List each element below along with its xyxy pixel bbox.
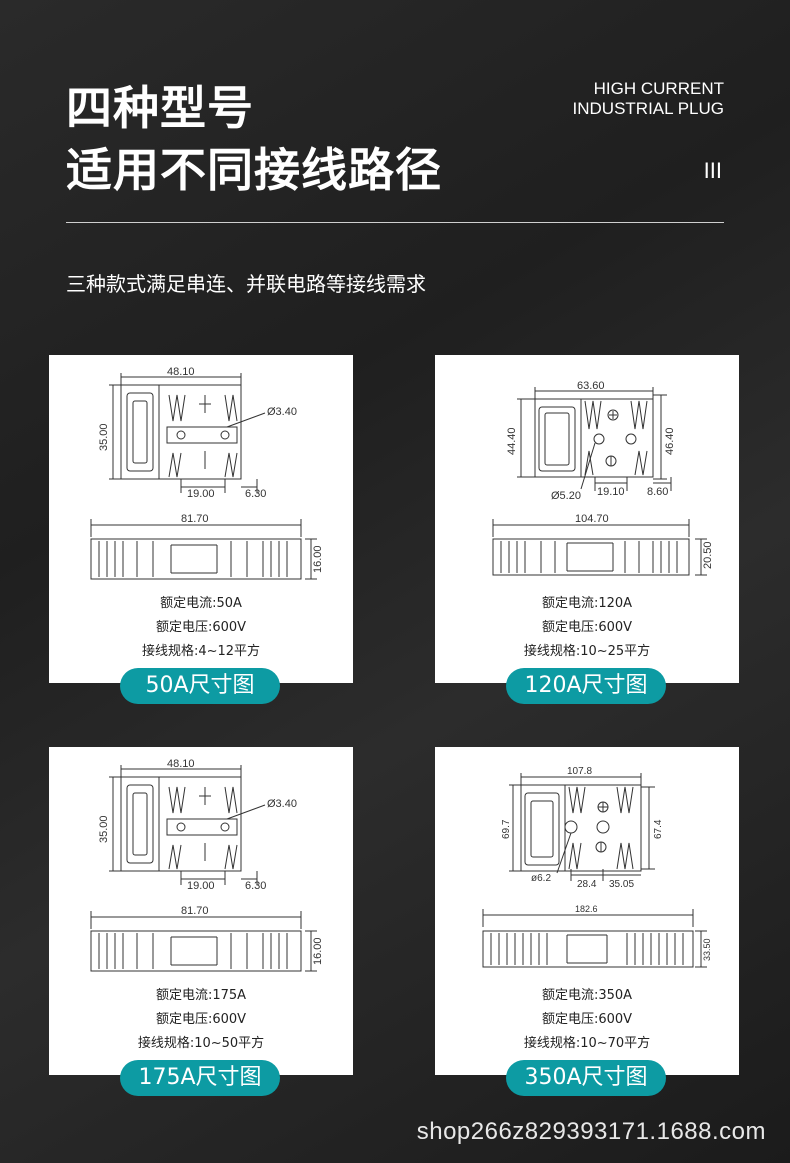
rated-current: 额定电流:350A bbox=[541, 988, 633, 1003]
rated-voltage: 额定电压:600V bbox=[541, 1012, 633, 1027]
size-badge-50a: 50A尺寸图 bbox=[120, 668, 280, 704]
dim-side-length: 104.70 bbox=[575, 513, 609, 525]
dim-bottom-right: 6.30 bbox=[245, 880, 266, 892]
dim-side-height: 16.00 bbox=[312, 937, 324, 965]
size-badge-175a: 175A尺寸图 bbox=[120, 1060, 280, 1096]
dim-height-left: 69.7 bbox=[501, 819, 512, 839]
dim-side-height: 16.00 bbox=[312, 545, 324, 573]
dim-side-height: 20.50 bbox=[702, 541, 714, 569]
dim-bottom-right: 8.60 bbox=[647, 486, 668, 498]
dim-hole: Ø3.40 bbox=[267, 798, 297, 810]
dimension-drawing-120a: 63.60 44.40 46.40 Ø5.20 19.10 8.60 104.7… bbox=[492, 380, 714, 576]
english-tagline-2: INDUSTRIAL PLUG bbox=[572, 99, 724, 118]
dim-bottom-mid: 19.00 bbox=[187, 488, 215, 500]
dim-bottom-mid: 28.4 bbox=[577, 879, 597, 890]
dim-top-width: 48.10 bbox=[167, 758, 195, 770]
roman-numeral: III bbox=[703, 158, 722, 183]
rated-current: 额定电流:120A bbox=[541, 596, 633, 611]
dim-hole: Ø5.20 bbox=[551, 490, 581, 502]
dimension-drawing-350a: 107.8 69.7 67.4 ø6.2 28.4 35.05 182.6 33… bbox=[482, 766, 712, 968]
title-line-1: 四种型号 bbox=[66, 81, 254, 135]
dimension-drawing-175a: 48.10 35.00 Ø3.40 19.00 6.30 81.70 16.00 bbox=[90, 758, 324, 972]
header-divider bbox=[66, 222, 724, 223]
dim-height: 35.00 bbox=[98, 815, 110, 843]
rated-current: 额定电流:175A bbox=[155, 988, 247, 1003]
size-badge-120a: 120A尺寸图 bbox=[506, 668, 666, 704]
spec-card-350a: 107.8 69.7 67.4 ø6.2 28.4 35.05 182.6 33… bbox=[435, 747, 739, 1075]
dimension-drawing-50a: 48.10 35.00 Ø3.40 19.00 6.30 81.70 16.00 bbox=[90, 366, 324, 580]
dim-height-right: 46.40 bbox=[664, 427, 676, 455]
title-line-2: 适用不同接线路径 bbox=[66, 143, 442, 197]
subtitle: 三种款式满足串连、并联电路等接线需求 bbox=[66, 272, 426, 296]
wire-spec: 接线规格:10~25平方 bbox=[523, 644, 651, 659]
dim-top-width: 107.8 bbox=[567, 766, 592, 777]
dim-height-right: 67.4 bbox=[653, 819, 664, 839]
dim-height-left: 44.40 bbox=[506, 427, 518, 455]
rated-voltage: 额定电压:600V bbox=[155, 1012, 247, 1027]
dim-side-height: 33.50 bbox=[702, 938, 712, 961]
dim-bottom-mid: 19.10 bbox=[597, 486, 625, 498]
dim-top-width: 48.10 bbox=[167, 366, 195, 378]
dim-top-width: 63.60 bbox=[577, 380, 605, 392]
dim-side-length: 81.70 bbox=[181, 513, 209, 525]
dim-bottom-mid: 19.00 bbox=[187, 880, 215, 892]
dim-bottom-right: 6.30 bbox=[245, 488, 266, 500]
wire-spec: 接线规格:10~50平方 bbox=[137, 1036, 265, 1051]
dim-height: 35.00 bbox=[98, 423, 110, 451]
rated-voltage: 额定电压:600V bbox=[541, 620, 633, 635]
dim-side-length: 81.70 bbox=[181, 905, 209, 917]
shop-url: shop266z829393171.1688.com bbox=[416, 1118, 766, 1145]
spec-card-175a: 48.10 35.00 Ø3.40 19.00 6.30 81.70 16.00… bbox=[49, 747, 353, 1075]
spec-card-50a: 48.10 35.00 Ø3.40 19.00 6.30 81.70 16.00… bbox=[49, 355, 353, 683]
dim-hole: Ø3.40 bbox=[267, 406, 297, 418]
dim-bottom-right: 35.05 bbox=[609, 879, 634, 890]
rated-voltage: 额定电压:600V bbox=[155, 620, 247, 635]
dim-side-length: 182.6 bbox=[575, 904, 598, 914]
rated-current: 额定电流:50A bbox=[160, 596, 242, 611]
spec-card-120a: 63.60 44.40 46.40 Ø5.20 19.10 8.60 104.7… bbox=[435, 355, 739, 683]
wire-spec: 接线规格:10~70平方 bbox=[523, 1036, 651, 1051]
wire-spec: 接线规格:4~12平方 bbox=[141, 644, 261, 659]
dim-hole: ø6.2 bbox=[531, 873, 551, 884]
english-tagline-1: HIGH CURRENT bbox=[593, 79, 724, 98]
size-badge-350a: 350A尺寸图 bbox=[506, 1060, 666, 1096]
